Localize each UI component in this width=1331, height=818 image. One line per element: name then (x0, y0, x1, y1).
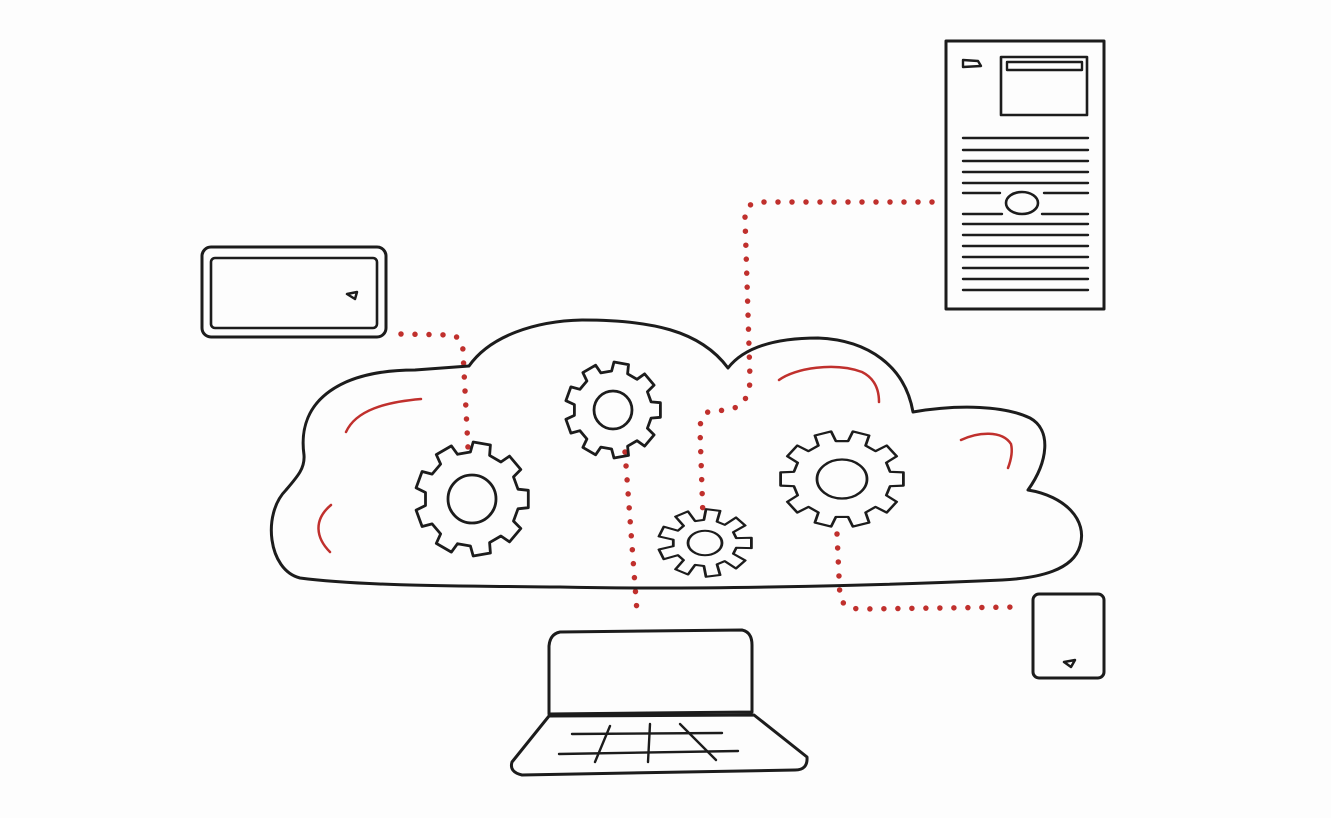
gear-teeth (779, 430, 905, 528)
cloud-highlight-right (959, 432, 1014, 470)
cloud-highlight-left (344, 397, 423, 434)
connector-gear-to-laptop (622, 449, 640, 615)
cloud-icon (269, 318, 1083, 590)
server-drive-slot (1005, 60, 1084, 72)
gear-teeth (414, 440, 530, 558)
server-case (944, 39, 1106, 311)
gear-small-icon (657, 508, 753, 578)
laptop-icon (510, 628, 809, 777)
tablet-home-button (345, 290, 359, 301)
cloud-highlight-lower-left (317, 503, 333, 554)
gear-left-icon (414, 440, 530, 558)
server-vents (961, 136, 1090, 292)
gear-hub (446, 473, 498, 525)
server-power-led (961, 58, 983, 69)
cloud-highlight-top (777, 365, 881, 404)
gear-teeth (564, 360, 662, 460)
tablet-icon (200, 245, 388, 339)
smartphone-icon (1031, 592, 1106, 680)
connector-server-to-small-gear (697, 199, 935, 521)
gear-hub (686, 529, 724, 557)
server-tower-icon (944, 39, 1106, 311)
tablet-body (200, 245, 388, 339)
gear-teeth (657, 508, 753, 578)
server-drive-bay (999, 55, 1089, 117)
server-fan (1004, 190, 1040, 216)
tablet-screen (209, 256, 379, 330)
connectors (398, 199, 1021, 615)
connector-tablet-to-gear (398, 331, 471, 451)
laptop-base (510, 713, 809, 777)
gear-right-icon (779, 430, 905, 528)
gear-hub (592, 389, 634, 431)
phone-body (1031, 592, 1106, 680)
gear-top-icon (564, 360, 662, 460)
cloud-outline (269, 318, 1083, 590)
connector-gear-to-phone (834, 531, 1021, 612)
laptop-screen (547, 628, 754, 716)
laptop-keyboard (557, 722, 740, 764)
gear-hub (815, 458, 869, 500)
gears (414, 360, 905, 578)
phone-home-button (1062, 658, 1077, 669)
